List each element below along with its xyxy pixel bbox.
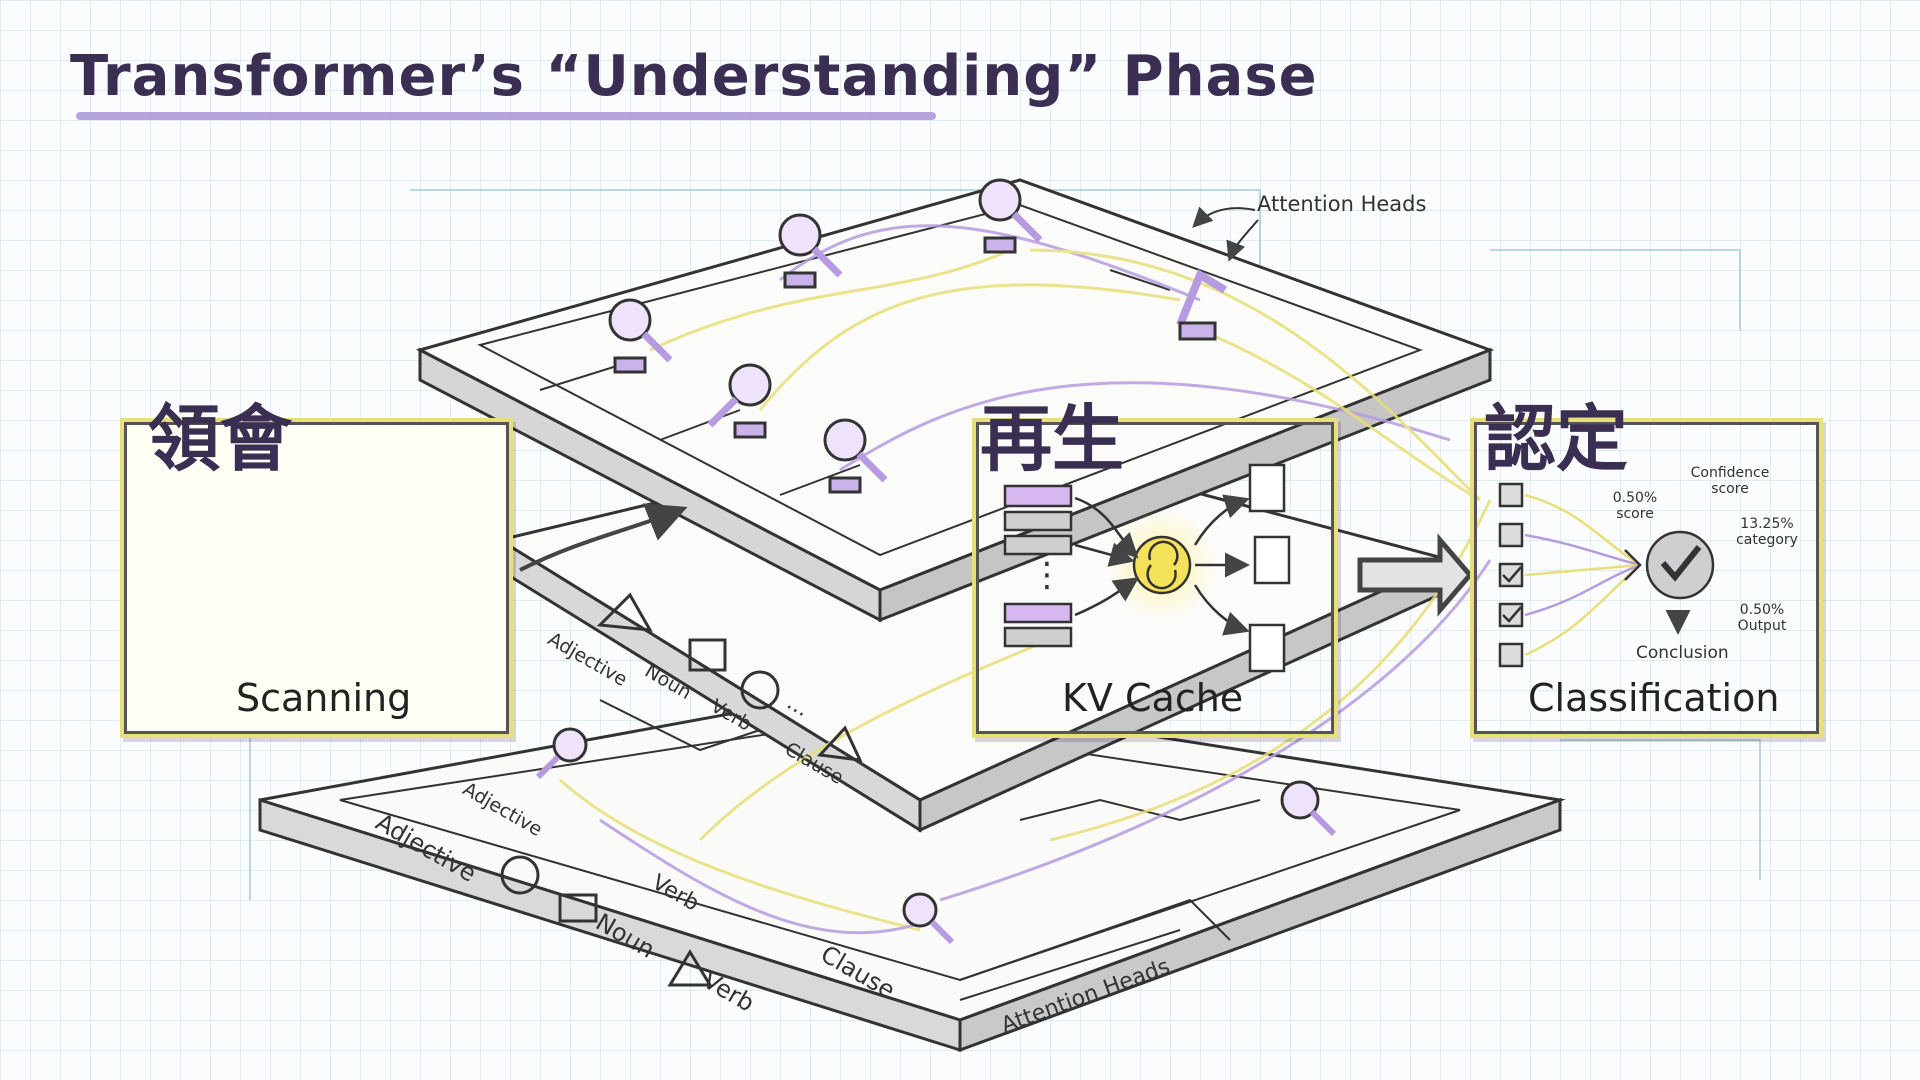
category-label: 13.25% category bbox=[1736, 516, 1798, 548]
checkbox-icon bbox=[1498, 602, 1524, 628]
square-shape bbox=[688, 638, 727, 672]
scanning-caption: Scanning bbox=[236, 676, 412, 720]
triangle-shape bbox=[816, 725, 863, 762]
confidence-score-label: Confidence score bbox=[1690, 465, 1770, 497]
classification-caption: Classification bbox=[1528, 676, 1780, 720]
kv-cache-diagram bbox=[1003, 463, 1291, 673]
title-underline bbox=[76, 112, 936, 120]
circle-shape bbox=[500, 855, 540, 895]
attention-head-icons bbox=[535, 178, 1337, 945]
kv-cache-caption: KV Cache bbox=[1062, 676, 1244, 720]
kv-cache-dots: ⋮ bbox=[1030, 555, 1064, 595]
conclusion-label: Conclusion bbox=[1636, 643, 1729, 663]
bottom-shapes bbox=[500, 855, 713, 987]
triangle-shape bbox=[667, 949, 713, 987]
circle-shape bbox=[740, 670, 780, 710]
page-title: Transformer’s “Understanding” Phase bbox=[70, 44, 1318, 109]
score-label: 0.50% score bbox=[1612, 490, 1658, 522]
magnifier-icon bbox=[823, 418, 888, 494]
magnifier-icon bbox=[535, 727, 588, 780]
magnifier-icon bbox=[707, 363, 772, 439]
attention-heads-top-label: Attention Heads bbox=[1257, 192, 1427, 216]
robot-arm-icon bbox=[1176, 269, 1228, 341]
checkbox-icon bbox=[1498, 562, 1524, 588]
magnifier-icon bbox=[778, 213, 843, 289]
attention-heads-pointer-arrows bbox=[1192, 206, 1259, 262]
kv-cache-kanji: 再生 bbox=[980, 397, 1125, 481]
magnifier-icon bbox=[978, 178, 1043, 254]
scanning-panel bbox=[120, 418, 513, 738]
checkbox-icon bbox=[1498, 642, 1524, 668]
document-icon bbox=[1253, 535, 1291, 585]
classification-panel bbox=[1470, 418, 1823, 738]
arrow-to-classification bbox=[1357, 533, 1474, 617]
scanning-kanji: 領會 bbox=[148, 397, 293, 481]
magnifier-icon bbox=[608, 298, 673, 374]
document-icon bbox=[1248, 623, 1286, 673]
classification-kanji: 認定 bbox=[1484, 397, 1629, 481]
checkbox-icon bbox=[1498, 482, 1524, 508]
magnifier-icon bbox=[902, 892, 955, 945]
checkbox-icon bbox=[1498, 522, 1524, 548]
square-shape bbox=[558, 893, 598, 923]
classification-diagram bbox=[1498, 482, 1715, 668]
construction-lines bbox=[220, 189, 1761, 900]
triangle-shape bbox=[596, 592, 653, 632]
document-icon bbox=[1248, 463, 1286, 513]
middle-shapes bbox=[596, 592, 863, 762]
checkmark-icon bbox=[1660, 545, 1702, 582]
magnifier-icon bbox=[1280, 780, 1337, 837]
kv-cache-panel bbox=[972, 418, 1338, 738]
output-label: 0.50% Output bbox=[1737, 602, 1787, 634]
